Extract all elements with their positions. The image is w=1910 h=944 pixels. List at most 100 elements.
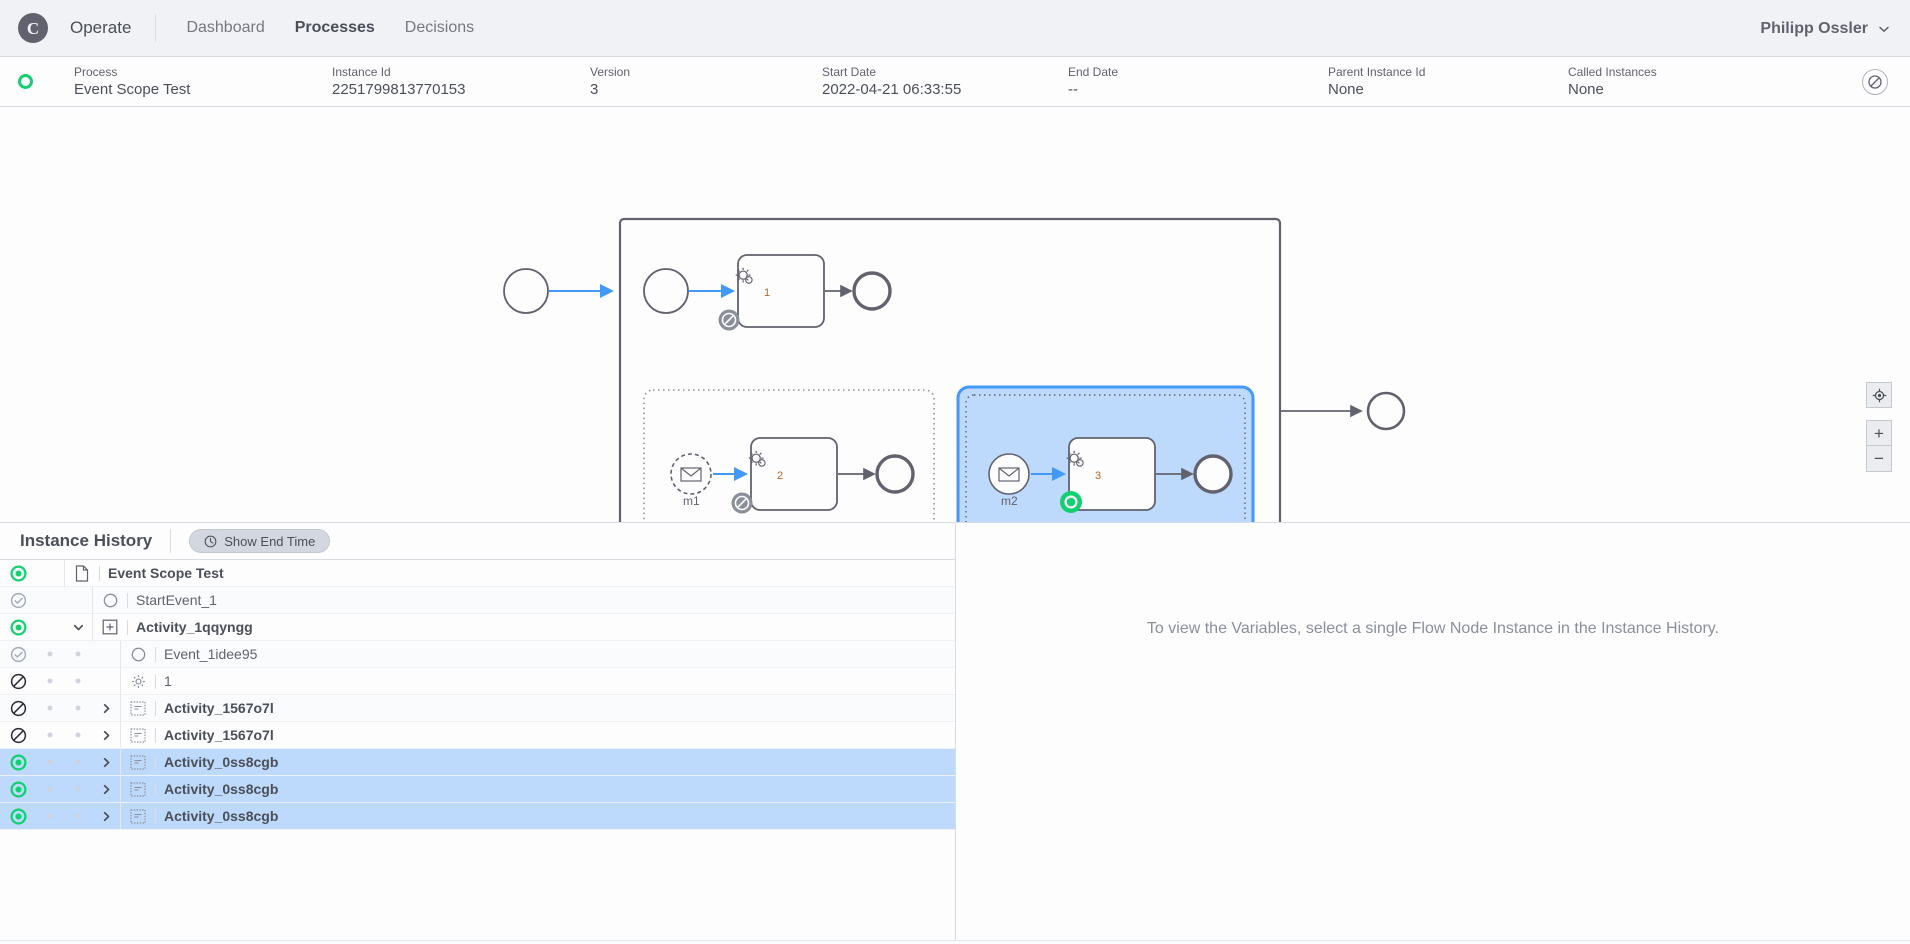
- zoom-out-button[interactable]: −: [1866, 446, 1892, 472]
- service-icon: [129, 674, 147, 689]
- header-value-version[interactable]: 3: [590, 80, 599, 98]
- show-end-time-toggle[interactable]: Show End Time: [189, 529, 331, 553]
- diagram-zoom-controls[interactable]: + −: [1866, 382, 1892, 472]
- incident-state-icon: [0, 700, 36, 717]
- event-subprocess-right-shape: [965, 394, 1246, 522]
- cancel-icon: [1868, 74, 1882, 89]
- expand-collapse-down-icon[interactable]: [64, 621, 92, 634]
- expand-collapse-right-icon[interactable]: [92, 756, 120, 769]
- completed-state-icon: [0, 646, 36, 663]
- history-row-event-scope-test[interactable]: Event Scope Test: [0, 560, 955, 587]
- history-row-activity-0ss8cgb[interactable]: Activity_0ss8cgb: [0, 748, 955, 776]
- cell-divider: [99, 565, 100, 581]
- flow-node-label: 1: [164, 673, 172, 689]
- flow-node-cell[interactable]: Activity_0ss8cgb: [120, 748, 955, 776]
- flow-node-label: Event_1idee95: [164, 646, 258, 662]
- event-icon: [129, 647, 147, 662]
- flow-node-cell[interactable]: 1: [120, 667, 955, 695]
- final-end-event-shape: [1366, 391, 1406, 431]
- flow-node-label: Activity_1567o7l: [164, 700, 274, 716]
- history-row-activity-0ss8cgb[interactable]: Activity_0ss8cgb: [0, 775, 955, 803]
- task-3-shape: [1068, 437, 1156, 511]
- flow-node-cell[interactable]: Activity_1567o7l: [120, 721, 955, 749]
- task-3-active-badge[interactable]: [1060, 491, 1082, 513]
- cell-divider: [127, 619, 128, 635]
- task-1-shape: [737, 254, 825, 328]
- user-menu[interactable]: Philipp Ossler: [1760, 0, 1890, 57]
- history-row-activity-1qqyngg[interactable]: Activity_1qqyngg: [0, 613, 955, 641]
- expand-collapse-right-icon[interactable]: [92, 729, 120, 742]
- flow-node-label: StartEvent_1: [136, 592, 217, 608]
- header-field-called-instances: Called Instances None: [1568, 65, 1808, 99]
- header-label-called-instances: Called Instances: [1568, 64, 1657, 79]
- user-name-label: Philipp Ossler: [1760, 19, 1868, 37]
- header-field-start-date: Start Date 2022-04-21 06:33:55: [822, 65, 1068, 99]
- header-label-instance-id: Instance Id: [332, 64, 391, 79]
- variables-panel: To view the Variables, select a single F…: [956, 523, 1910, 940]
- page-title: Instance History: [20, 531, 153, 550]
- flow-node-label: Activity_1567o7l: [164, 727, 274, 743]
- nav-divider: [155, 14, 157, 42]
- instance-history-panel: Instance History Show End Time Event Sco…: [0, 523, 956, 940]
- history-row-event-1idee95[interactable]: Event_1idee95: [0, 640, 955, 668]
- camunda-logo-icon: C: [18, 13, 48, 43]
- eventsub-icon: [129, 700, 147, 716]
- expand-collapse-right-icon[interactable]: [92, 783, 120, 796]
- reset-zoom-button[interactable]: [1866, 382, 1892, 408]
- flow-node-cell[interactable]: Activity_1567o7l: [120, 694, 955, 722]
- chevron-down-icon: [1879, 26, 1889, 32]
- history-row-activity-1567o7l[interactable]: Activity_1567o7l: [0, 694, 955, 722]
- nav-link-decisions[interactable]: Decisions: [404, 19, 475, 36]
- active-state-icon: [0, 807, 36, 825]
- app-logo[interactable]: C: [12, 13, 54, 43]
- task-1-label: 1: [764, 287, 770, 299]
- incident-state-icon: [0, 727, 36, 744]
- cell-divider: [155, 781, 156, 797]
- flow-node-cell[interactable]: StartEvent_1: [92, 586, 955, 614]
- instance-history-header: Instance History Show End Time: [0, 523, 955, 560]
- variables-empty-message: To view the Variables, select a single F…: [1146, 620, 1720, 637]
- flow-node-cell[interactable]: Event_1idee95: [120, 640, 955, 668]
- active-state-icon: [0, 564, 36, 582]
- cell-divider: [155, 700, 156, 716]
- cell-divider: [127, 592, 128, 608]
- task-2-label: 2: [777, 470, 783, 482]
- event-subprocess-left-end-shape: [875, 454, 915, 494]
- task-2-shape: [750, 437, 838, 511]
- cancel-instance-button[interactable]: [1862, 68, 1888, 95]
- history-row-activity-1567o7l[interactable]: Activity_1567o7l: [0, 721, 955, 749]
- header-field-instance-id: Instance Id 2251799813770153: [332, 65, 590, 99]
- app-footer: © Camunda Services GmbH 2022. All rights…: [0, 940, 1910, 944]
- expand-collapse-right-icon[interactable]: [92, 702, 120, 715]
- expand-collapse-right-icon[interactable]: [92, 810, 120, 823]
- history-row-activity-0ss8cgb[interactable]: Activity_0ss8cgb: [0, 802, 955, 830]
- history-row-1[interactable]: 1: [0, 667, 955, 695]
- nav-link-dashboard[interactable]: Dashboard: [186, 19, 265, 36]
- flow-node-cell[interactable]: Activity_0ss8cgb: [120, 775, 955, 803]
- nav-link-processes[interactable]: Processes: [294, 19, 375, 36]
- bpmn-canvas[interactable]: 1 m1 2: [0, 107, 1910, 523]
- header-label-parent-instance-id: Parent Instance Id: [1328, 64, 1426, 79]
- header-field-parent-instance-id: Parent Instance Id None: [1328, 65, 1568, 99]
- cell-divider: [155, 727, 156, 743]
- zoom-in-button[interactable]: +: [1866, 420, 1892, 446]
- header-label-start-date: Start Date: [822, 64, 877, 79]
- active-state-icon: [0, 780, 36, 798]
- header-field-version: Version 3: [590, 65, 822, 99]
- cell-divider: [155, 673, 156, 689]
- start-event-shape: [503, 268, 549, 314]
- flow-node-label: Activity_0ss8cgb: [164, 781, 279, 797]
- header-value-process: Event Scope Test: [74, 80, 191, 98]
- bpmn-diagram-panel[interactable]: 1 m1 2: [0, 107, 1910, 523]
- app-brand-operate[interactable]: Operate: [70, 18, 132, 37]
- eventsub-icon: [129, 808, 147, 824]
- task-1-incident-badge[interactable]: [718, 309, 740, 331]
- history-row-startevent-1[interactable]: StartEvent_1: [0, 586, 955, 614]
- task-2-incident-badge[interactable]: [731, 492, 753, 514]
- flow-node-cell[interactable]: Event Scope Test: [64, 560, 955, 587]
- header-label-version: Version: [590, 64, 631, 79]
- flow-node-cell[interactable]: Activity_1qqyngg: [92, 613, 955, 641]
- message-start-event-m1-label: m1: [683, 494, 700, 508]
- flow-node-cell[interactable]: Activity_0ss8cgb: [120, 802, 955, 830]
